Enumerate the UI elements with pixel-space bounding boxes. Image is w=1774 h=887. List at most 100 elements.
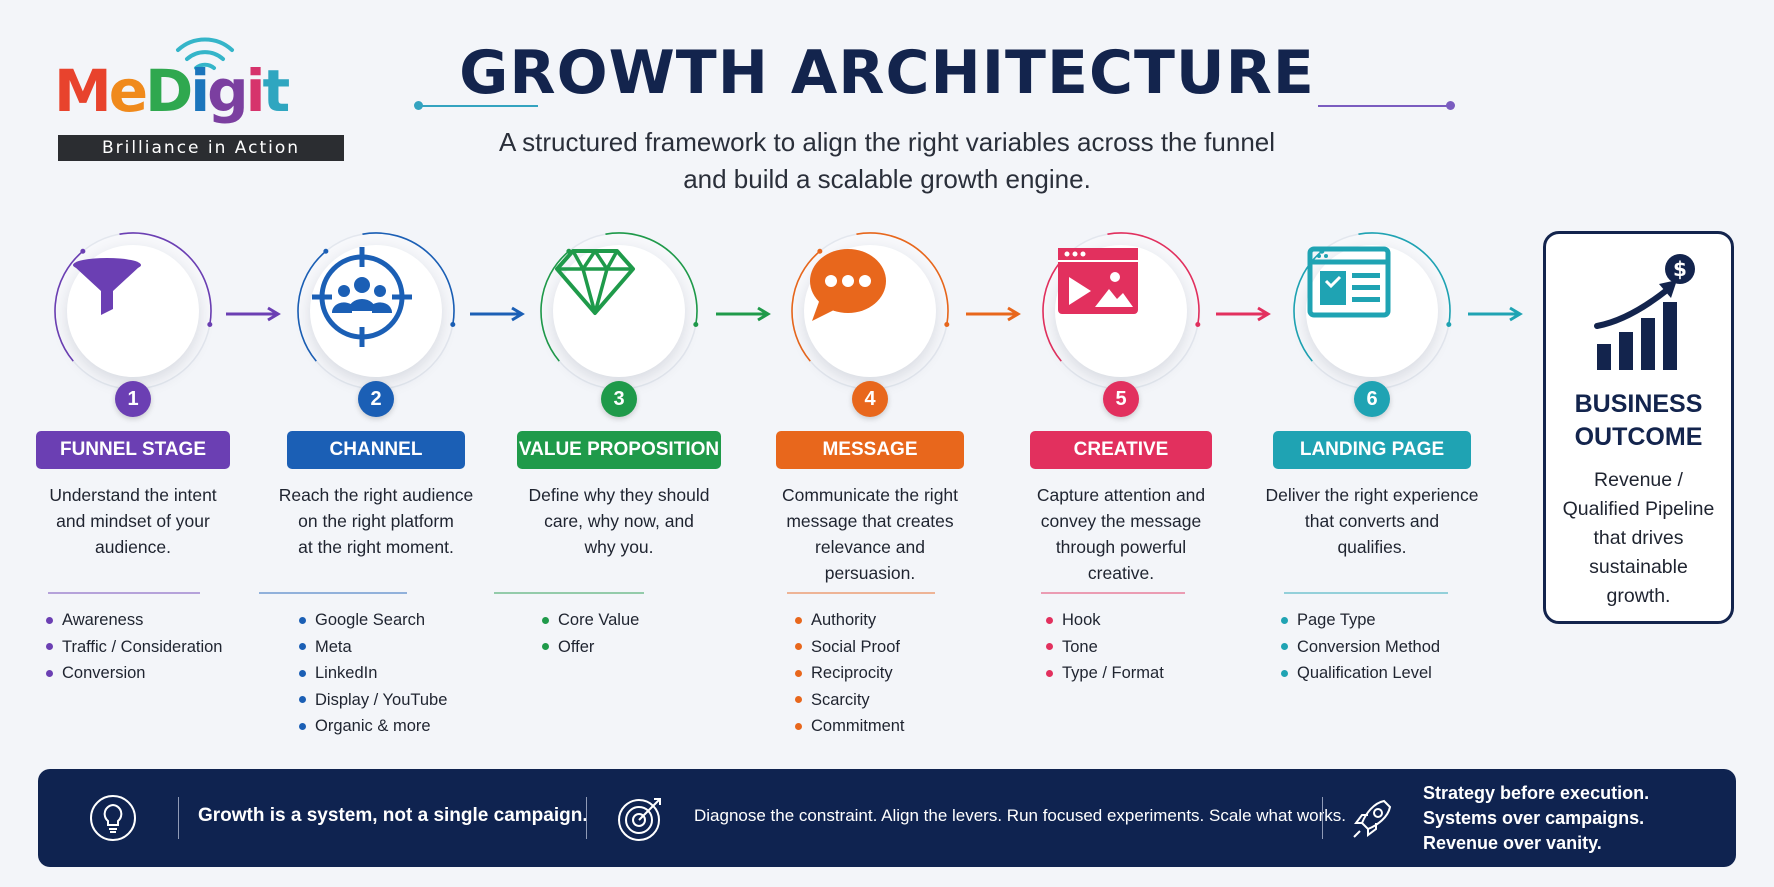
- step-label: VALUE PROPOSITION: [517, 431, 721, 469]
- bullet-dot: [795, 669, 802, 677]
- outcome-title: BUSINESS OUTCOME: [1546, 388, 1731, 454]
- bullet-text: Reciprocity: [811, 664, 893, 682]
- step-number: 1: [115, 381, 151, 417]
- step-icon-ring: [1287, 226, 1457, 396]
- title-divider-dot: [1446, 101, 1455, 110]
- bullet-text: Social Proof: [811, 637, 900, 656]
- wifi-signal-icon: [176, 37, 234, 70]
- step-label: CHANNEL: [287, 431, 465, 469]
- bullet-text: LinkedIn: [315, 664, 378, 682]
- step-description-line: why you.: [584, 537, 654, 557]
- bullet-dot: [1281, 616, 1288, 624]
- business-outcome-card: $ BUSINESS OUTCOME Revenue / Qualified P…: [1543, 231, 1734, 624]
- bullet-text: Conversion: [62, 664, 146, 682]
- arrow-right-icon: [470, 306, 528, 327]
- step-icon-ring: [291, 226, 461, 396]
- bullet-text: Commitment: [811, 717, 905, 735]
- bullet-item: Scarcity: [795, 687, 905, 714]
- step-description-line: Reach the right audience: [278, 485, 474, 505]
- step-description-line: Capture attention and: [1036, 485, 1206, 505]
- bullet-dot: [1046, 669, 1053, 677]
- step-icon-ring: [1036, 226, 1206, 396]
- step-number: 4: [852, 381, 888, 417]
- step-divider: [1284, 592, 1448, 594]
- footer-banner: Growth is a system, not a single campaig…: [38, 769, 1736, 867]
- footer-separator: [1322, 797, 1323, 839]
- subtitle-line: A structured framework to align the righ…: [498, 127, 1276, 157]
- growth-chart-icon: $: [1594, 254, 1695, 370]
- media-creative-icon: [1055, 245, 1187, 377]
- audience-target-icon: [310, 245, 442, 377]
- bullet-item: Tone: [1046, 634, 1164, 661]
- bullet-text: Core Value: [558, 611, 640, 629]
- lightbulb-icon: [90, 795, 136, 841]
- step-label: FUNNEL STAGE: [36, 431, 230, 469]
- page-subtitle: A structured framework to align the righ…: [387, 124, 1387, 198]
- step-divider: [494, 592, 644, 594]
- bullet-dot: [299, 616, 306, 624]
- step-description-line: Understand the intent: [49, 485, 217, 505]
- outcome-title-line: OUTCOME: [1574, 423, 1703, 451]
- bullet-item: Page Type: [1281, 607, 1440, 634]
- arrow-right-icon: [226, 306, 284, 327]
- logo-tagline: Brilliance in Action: [58, 135, 344, 161]
- bullet-item: Qualification Level: [1281, 660, 1440, 687]
- bullet-item: Google Search: [299, 607, 447, 634]
- step-description-line: Define why they should: [528, 485, 710, 505]
- bullet-dot: [795, 722, 802, 730]
- footer-principles: Strategy before execution. Systems over …: [1423, 781, 1649, 856]
- bullet-dot: [542, 643, 549, 651]
- bullet-dot: [795, 616, 802, 624]
- chat-bubble-icon: [804, 245, 936, 377]
- webpage-icon: [1306, 245, 1438, 377]
- footer-statement-system: Growth is a system, not a single campaig…: [198, 805, 588, 826]
- bullet-dot: [46, 616, 53, 624]
- step-divider: [48, 592, 200, 594]
- bullet-dot: [1046, 616, 1053, 624]
- step-description-line: persuasion.: [824, 563, 916, 583]
- bullet-text: Page Type: [1297, 611, 1376, 629]
- page-title: GROWTH ARCHITECTURE: [459, 38, 1315, 108]
- bullet-dot: [46, 643, 53, 651]
- step-number: 6: [1354, 381, 1390, 417]
- bullet-item: Type / Format: [1046, 660, 1164, 687]
- step-icon-ring: [48, 226, 218, 396]
- bullet-dot: [1281, 643, 1288, 651]
- subtitle-line: and build a scalable growth engine.: [683, 164, 1091, 194]
- step-description-line: audience.: [95, 537, 171, 557]
- bullet-item: Conversion Method: [1281, 634, 1440, 661]
- bullet-text: Offer: [558, 637, 595, 656]
- bullet-text: Conversion Method: [1297, 637, 1441, 656]
- bullet-text: Type / Format: [1062, 664, 1164, 682]
- diamond-icon: [553, 245, 685, 377]
- footer-separator: [178, 797, 179, 839]
- step-description-line: convey the message: [1040, 511, 1202, 531]
- step-label: MESSAGE: [776, 431, 964, 469]
- footer-principle-line: Revenue over vanity.: [1423, 833, 1602, 853]
- bullet-dot: [795, 643, 802, 651]
- outcome-text-line: that drives: [1593, 527, 1684, 549]
- bullet-dot: [299, 696, 306, 704]
- bullet-text: Meta: [315, 637, 352, 656]
- bullet-item: Organic & more: [299, 713, 447, 740]
- outcome-description: Revenue / Qualified Pipeline that drives…: [1546, 466, 1731, 611]
- step-landing-page: 6 LANDING PAGE Deliver the right experie…: [1247, 226, 1497, 746]
- footer-principle-line: Strategy before execution.: [1423, 783, 1650, 803]
- bullet-text: Display / YouTube: [315, 690, 448, 709]
- outcome-title-line: BUSINESS: [1574, 390, 1703, 418]
- bullet-item: Hook: [1046, 607, 1164, 634]
- step-icon-ring: [534, 226, 704, 396]
- step-description-line: message that creates: [786, 511, 954, 531]
- bullet-item: Offer: [542, 634, 639, 661]
- step-description-line: and mindset of your: [56, 511, 210, 531]
- bullet-item: Reciprocity: [795, 660, 905, 687]
- outcome-text-line: growth.: [1606, 585, 1671, 607]
- outcome-text-line: sustainable: [1589, 556, 1688, 578]
- step-label: CREATIVE: [1030, 431, 1212, 469]
